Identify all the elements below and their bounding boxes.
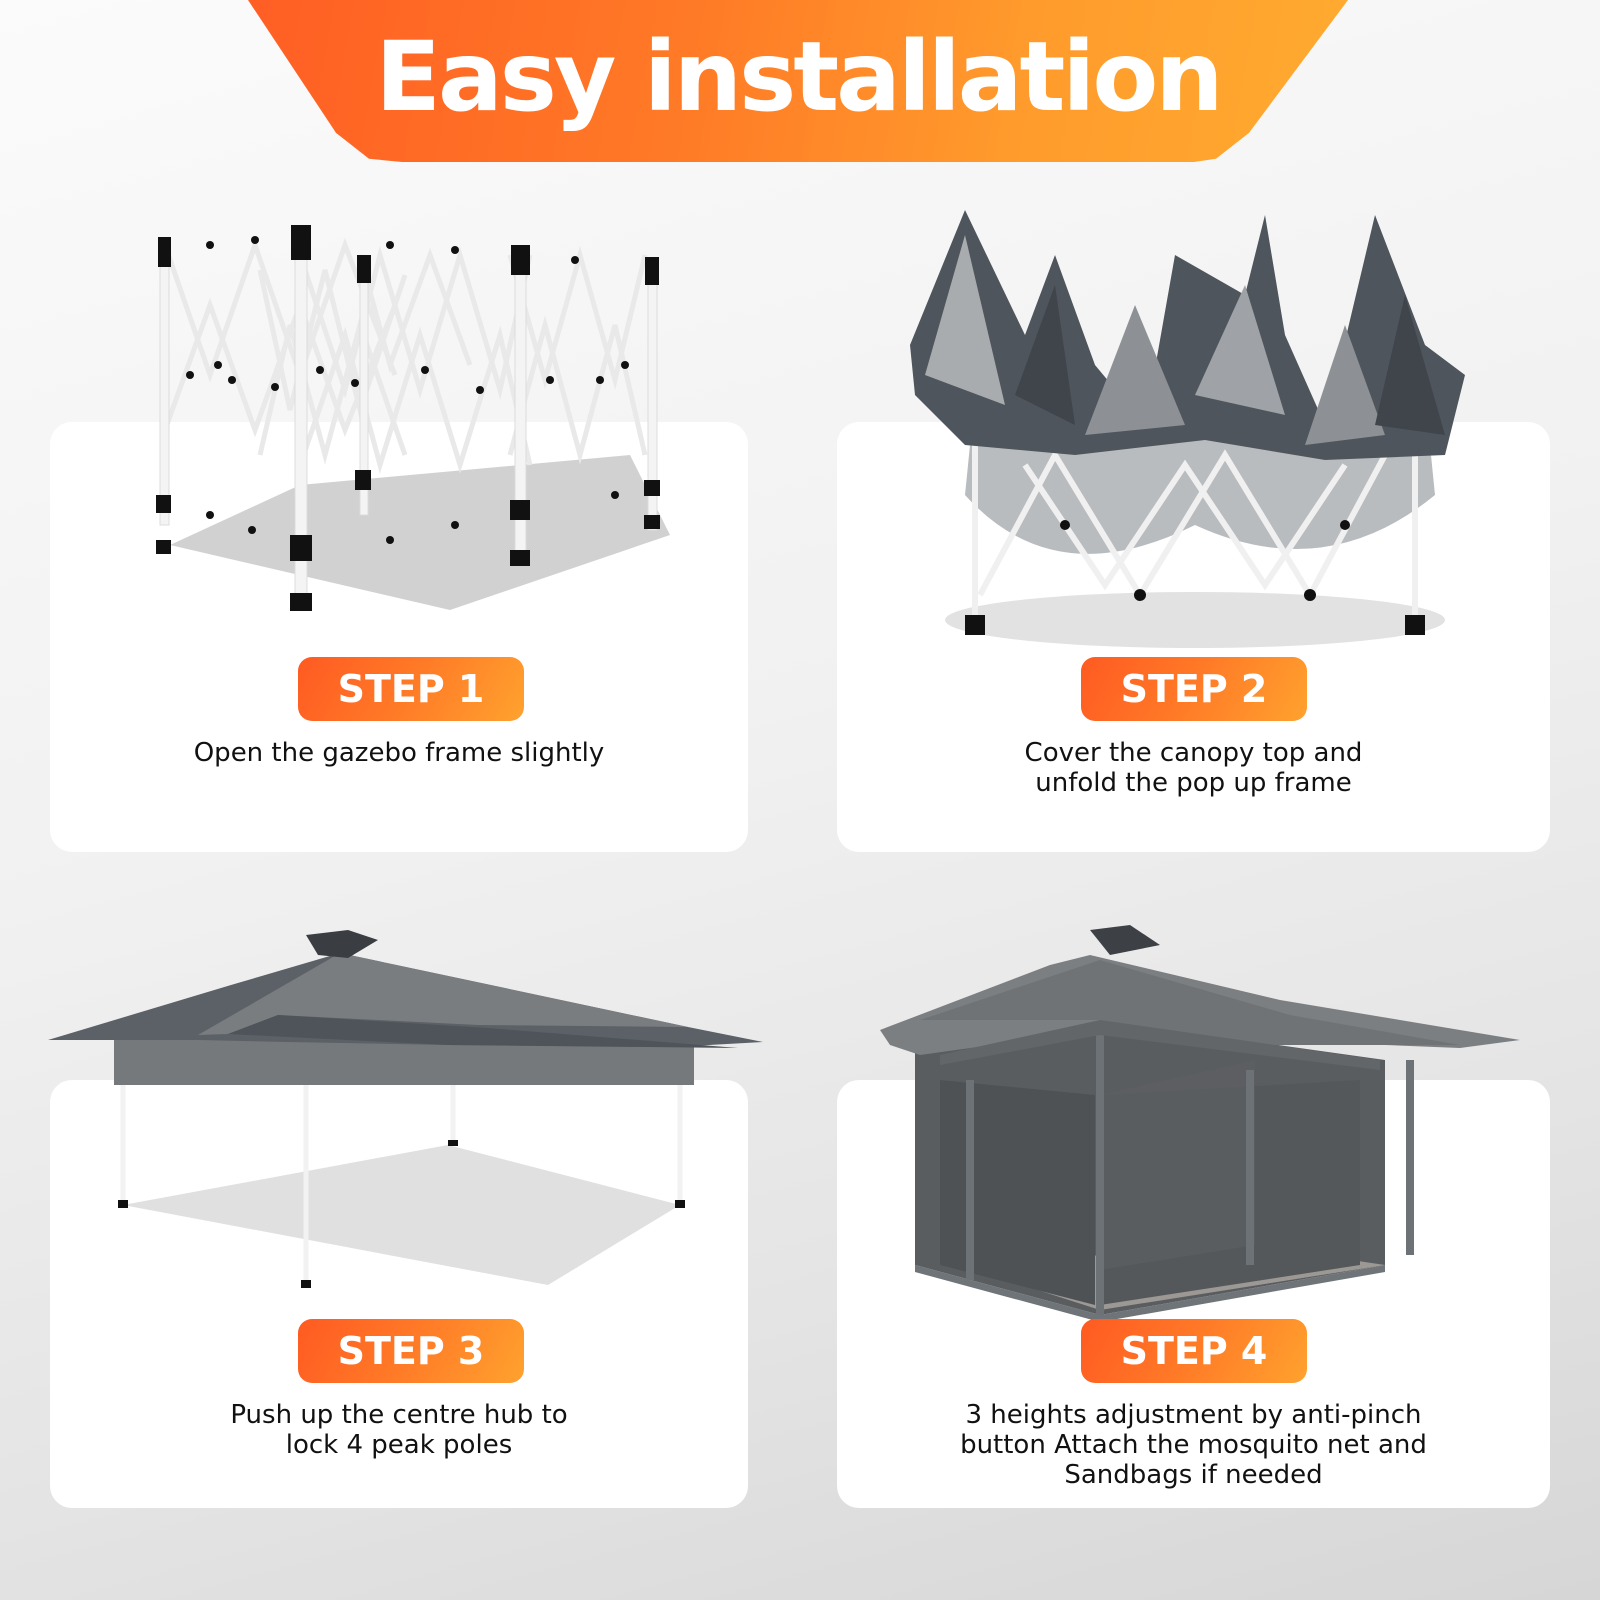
step-2-description: Cover the canopy top and unfold the pop … (837, 738, 1550, 798)
step-4-badge: STEP 4 (1081, 1319, 1307, 1383)
step-2-badge: STEP 2 (1081, 657, 1307, 721)
step-1-description: Open the gazebo frame slightly (50, 738, 748, 768)
step-2-description-line: unfold the pop up frame (1035, 768, 1352, 798)
folded-frame-image (156, 225, 670, 611)
page-title: Easy installation (375, 21, 1223, 133)
step-4-description-line: 3 heights adjustment by anti-pinch (965, 1400, 1422, 1430)
step-3-description: Push up the centre hub to lock 4 peak po… (50, 1400, 748, 1460)
step-2-description-line: Cover the canopy top and (1024, 738, 1363, 768)
step-3-description-line: Push up the centre hub to (230, 1400, 568, 1430)
step-4-description: 3 heights adjustment by anti-pinch butto… (837, 1400, 1550, 1490)
step-card-3 (50, 1080, 748, 1508)
open-canopy-image (48, 930, 763, 1288)
step-3-badge: STEP 3 (298, 1319, 524, 1383)
header-banner: Easy installation (248, 0, 1348, 162)
step-1-description-line: Open the gazebo frame slightly (193, 738, 605, 768)
step-1-badge: STEP 1 (298, 657, 524, 721)
draped-canopy-image (910, 210, 1465, 648)
step-3-description-line: lock 4 peak poles (285, 1430, 513, 1460)
step-4-description-line: button Attach the mosquito net and (960, 1430, 1427, 1460)
mosquito-net-gazebo-image (880, 925, 1520, 1322)
step-4-description-line: Sandbags if needed (1064, 1460, 1323, 1490)
